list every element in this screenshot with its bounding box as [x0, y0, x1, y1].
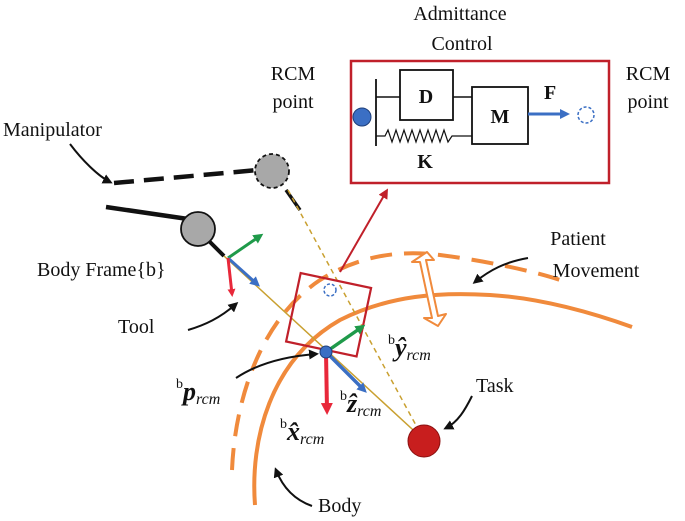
damper-box	[399, 69, 454, 121]
patient-label-line1: Patient	[550, 228, 606, 250]
body-label: Body	[318, 495, 361, 517]
mass-box	[471, 86, 529, 145]
rcm-point-icon	[319, 345, 333, 359]
rcm-point-target-icon	[577, 106, 595, 124]
p-rcm-sub: rcm	[196, 391, 220, 408]
y-rcm-sub: rcm	[407, 347, 431, 364]
x-rcm-label: bx̂rcm	[280, 417, 324, 448]
admittance-label-line1: Admittance	[413, 3, 506, 25]
patient-callout-arrow	[472, 257, 529, 284]
p-rcm-callout-arrow	[235, 349, 319, 379]
body-callout-arrow	[273, 467, 313, 507]
damper-label: D	[419, 86, 433, 108]
patient-movement-arrow-icon	[411, 251, 447, 327]
tool-line-ghost	[287, 189, 425, 441]
p-rcm-sup: b	[176, 377, 183, 392]
body-frame-x-axis	[226, 257, 236, 297]
rcm-left-label-line1: RCM	[271, 63, 316, 85]
rcm-y-axis	[325, 324, 366, 354]
manipulator-joint-ghost	[254, 153, 290, 189]
spring	[376, 128, 472, 144]
admittance-label-line2: Control	[431, 33, 493, 55]
body-frame-label: Body Frame{b}	[37, 259, 166, 281]
spring-label: K	[417, 151, 433, 173]
tool-label: Tool	[118, 316, 155, 338]
z-rcm-sup: b	[340, 389, 347, 404]
z-rcm-label: bẑrcm	[340, 389, 381, 420]
z-rcm-main: ẑ	[346, 389, 358, 418]
x-rcm-sub: rcm	[300, 431, 324, 448]
mass-label: M	[491, 106, 510, 128]
p-rcm-main: p	[181, 377, 196, 406]
rcm-x-axis	[320, 351, 333, 415]
rcm-ghost-point-icon	[323, 283, 337, 297]
admittance-control-box	[349, 59, 611, 185]
rcm-right-label-line2: point	[627, 91, 669, 113]
manipulator-joint	[180, 211, 216, 247]
manipulator-link-lower	[105, 204, 189, 222]
rcm-z-axis	[324, 350, 367, 393]
rcm-zoom-arrow	[339, 188, 388, 273]
y-rcm-label: bŷrcm	[388, 333, 431, 364]
y-rcm-main: ŷ	[392, 333, 407, 362]
manipulator-link-upper-dashed	[113, 167, 259, 186]
manipulator-callout-arrow	[69, 143, 113, 184]
x-rcm-sup: b	[280, 417, 287, 432]
patient-label-line2: Movement	[553, 260, 640, 282]
rcm-right-label-line1: RCM	[626, 63, 671, 85]
z-rcm-sub: rcm	[357, 403, 381, 420]
body-frame-y-axis	[227, 233, 264, 260]
task-target-icon	[407, 424, 441, 458]
body-surface-curve	[252, 292, 633, 506]
y-rcm-sup: b	[388, 333, 395, 348]
p-rcm-label: bprcm	[176, 377, 220, 408]
rcm-point-left-icon	[352, 107, 372, 127]
tool-callout-arrow	[187, 302, 239, 331]
task-label: Task	[476, 375, 513, 397]
rcm-left-label-line2: point	[272, 91, 314, 113]
body-frame-z-axis	[226, 256, 260, 287]
x-rcm-main: x̂	[286, 417, 300, 446]
force-label: F	[544, 82, 556, 104]
task-callout-arrow	[443, 395, 473, 430]
manipulator-label: Manipulator	[3, 119, 102, 141]
